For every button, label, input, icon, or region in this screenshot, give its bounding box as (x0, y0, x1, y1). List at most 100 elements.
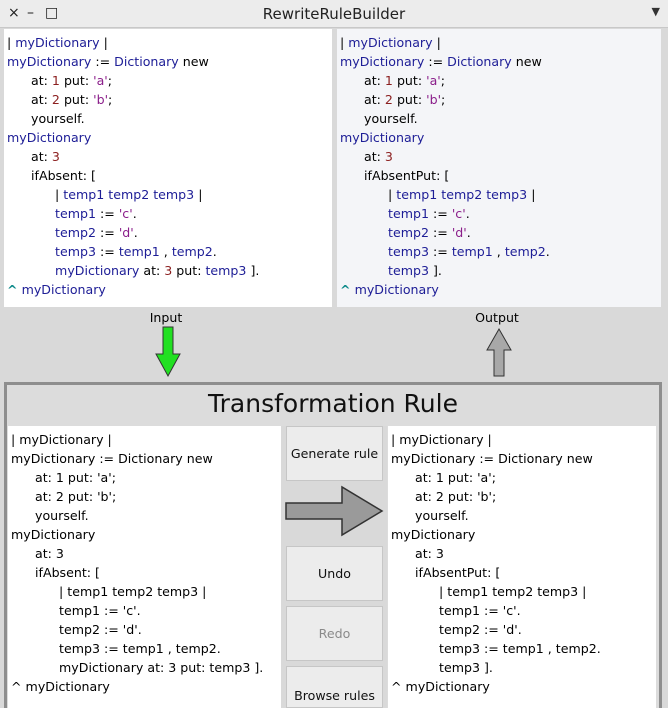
code-line: myDictionary (7, 128, 332, 147)
code-token: | (527, 187, 536, 202)
code-token: temp2 := 'd'. (391, 622, 522, 637)
code-token: ; (440, 73, 446, 88)
window-titlebar: × – □ RewriteRuleBuilder ▼ (0, 0, 668, 28)
code-token: temp1 temp2 temp3 (63, 187, 195, 202)
code-line: myDictionary := Dictionary new (391, 449, 656, 468)
rule-output-code[interactable]: | myDictionary |myDictionary := Dictiona… (388, 426, 656, 696)
rule-input-pane[interactable]: | myDictionary | myDictionary := Dictiona… (8, 426, 281, 708)
input-label: Input (149, 310, 183, 325)
code-token (7, 225, 55, 240)
code-token: | (99, 35, 108, 50)
code-line: myDictionary (340, 128, 661, 147)
code-token: ; (107, 73, 113, 88)
code-token: Dictionary (114, 54, 179, 69)
code-token: | temp1 temp2 temp3 | (11, 584, 207, 599)
code-token: myDictionary (340, 54, 425, 69)
code-token: temp3 (388, 263, 430, 278)
undo-button[interactable]: Undo (286, 546, 383, 601)
code-token: temp1 := 'c'. (391, 603, 521, 618)
code-token (340, 263, 388, 278)
generate-rule-button[interactable]: Generate rule (286, 426, 383, 481)
code-token: temp1 (55, 206, 97, 221)
code-token: at: (7, 73, 52, 88)
code-line: temp3 := temp1 , temp2. (340, 242, 661, 261)
code-line: temp2 := 'd'. (11, 620, 281, 639)
code-token: temp3 ]. (391, 660, 493, 675)
code-line: myDictionary at: 3 put: temp3 ]. (11, 658, 281, 677)
code-line: yourself. (391, 506, 656, 525)
code-token: , (492, 244, 505, 259)
code-token: at: (7, 149, 52, 164)
code-token: ; (108, 92, 113, 107)
code-line: at: 1 put: 'a'; (391, 468, 656, 487)
code-line: myDictionary := Dictionary new (7, 52, 332, 71)
code-token: myDictionary (348, 35, 433, 50)
code-token: temp3 (205, 263, 247, 278)
code-line: temp3 := temp1 , temp2. (11, 639, 281, 658)
code-token: := (96, 244, 119, 259)
code-token (7, 206, 55, 221)
output-code-pane[interactable]: | myDictionary | myDictionary := Dictiona… (337, 29, 661, 307)
input-code-pane[interactable]: | myDictionary |myDictionary := Dictiona… (4, 29, 332, 307)
code-token: at: 3 (11, 546, 64, 561)
code-line: temp1 := 'c'. (340, 204, 661, 223)
rule-arrow-icon (285, 485, 384, 537)
window-menu-icon[interactable]: ▼ (651, 5, 660, 18)
code-token: myDictionary := Dictionary new (391, 451, 593, 466)
code-token: | temp1 temp2 temp3 | (391, 584, 587, 599)
code-token: | (340, 35, 349, 50)
code-token (340, 206, 388, 221)
code-token: | (194, 187, 203, 202)
code-line: | myDictionary | (7, 33, 332, 52)
rule-input-code[interactable]: | myDictionary | myDictionary := Dictiona… (8, 426, 281, 696)
input-code[interactable]: | myDictionary |myDictionary := Dictiona… (4, 29, 332, 299)
code-line: at: 1 put: 'a'; (7, 71, 332, 90)
code-token: := (91, 54, 115, 69)
browse-rules-button[interactable]: Browse rules (286, 666, 383, 708)
input-arrow-icon (155, 326, 181, 378)
code-line: yourself. (7, 109, 332, 128)
code-token: 1 (51, 73, 60, 88)
code-line: myDictionary (11, 525, 281, 544)
code-token: ; (441, 92, 446, 107)
code-token: 'c' (451, 206, 466, 221)
code-line: yourself. (11, 506, 281, 525)
code-line: myDictionary := Dictionary new (340, 52, 661, 71)
code-token: put: (392, 92, 427, 107)
maximize-icon[interactable]: □ (45, 5, 59, 21)
code-line: temp3 := temp1 , temp2. (7, 242, 332, 261)
code-line: ^ myDictionary (11, 677, 281, 696)
close-icon[interactable]: × (8, 5, 20, 21)
code-line: at: 3 (340, 147, 661, 166)
code-line: | temp1 temp2 temp3 | (391, 582, 656, 601)
code-line: temp1 := 'c'. (391, 601, 656, 620)
code-token: myDictionary (350, 282, 439, 297)
code-token: ]. (429, 263, 442, 278)
code-token: 3 (164, 263, 173, 278)
code-token: 'd' (118, 225, 134, 240)
code-token: temp2 (504, 244, 546, 259)
code-token: Dictionary (447, 54, 512, 69)
code-line: myDictionary := Dictionary new (11, 449, 281, 468)
code-token: temp3 (55, 244, 97, 259)
code-line: ^ myDictionary (340, 280, 661, 299)
redo-button[interactable]: Redo (286, 606, 383, 661)
code-line: at: 2 put: 'b'; (7, 90, 332, 109)
code-token: yourself. (11, 508, 89, 523)
code-line: | myDictionary | (11, 430, 281, 449)
code-token: at: (7, 92, 52, 107)
minimize-icon[interactable]: – (27, 5, 34, 21)
code-line: at: 2 put: 'b'; (391, 487, 656, 506)
code-line: at: 3 (391, 544, 656, 563)
code-token: at: 3 (391, 546, 444, 561)
code-token: ifAbsentPut: [ (391, 565, 501, 580)
code-token: at: 2 put: 'b'; (391, 489, 497, 504)
rule-output-pane[interactable]: | myDictionary |myDictionary := Dictiona… (388, 426, 656, 708)
code-token: 3 (51, 149, 60, 164)
code-line: ^ myDictionary (391, 677, 656, 696)
code-token: 'a' (93, 73, 108, 88)
output-code[interactable]: | myDictionary | myDictionary := Dictiona… (337, 29, 661, 299)
code-token: at: (139, 263, 165, 278)
code-token: . (133, 225, 138, 240)
code-token: myDictionary := Dictionary new (11, 451, 213, 466)
